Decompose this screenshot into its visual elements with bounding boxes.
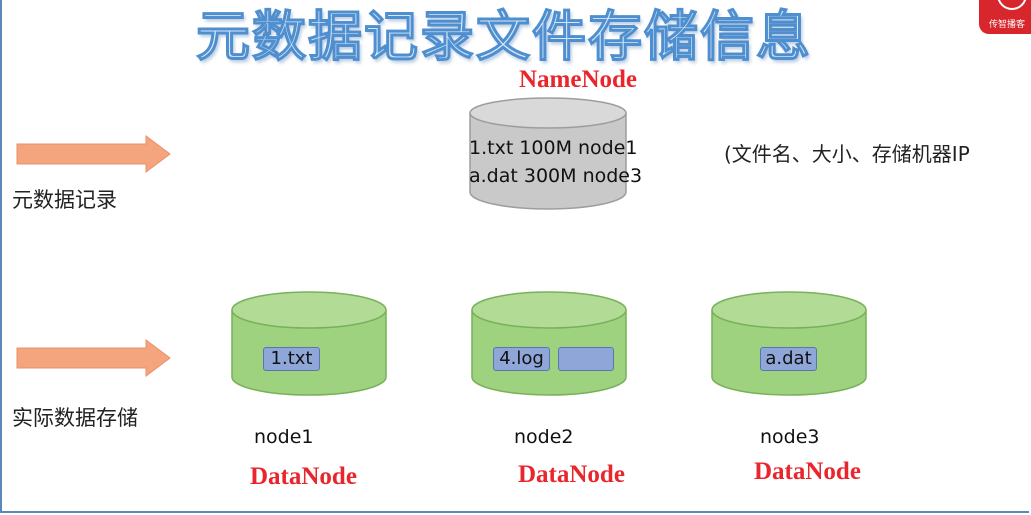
- arrow-right-icon: [16, 135, 171, 173]
- datanode-label: DataNode: [518, 461, 625, 488]
- datanode-label: DataNode: [250, 463, 357, 490]
- slide-title: 元数据记录文件存储信息: [195, 3, 812, 68]
- namenode-metadata: 1.txt 100M node1 a.dat 300M node3: [469, 134, 642, 190]
- namenode-label: NameNode: [519, 66, 638, 93]
- metadata-entry: a.dat 300M node3: [469, 165, 643, 187]
- node-name: node3: [760, 426, 820, 448]
- logo-mark-icon: [997, 0, 1027, 10]
- actual-storage-label: 实际数据存储: [12, 406, 138, 430]
- metadata-description: (文件名、大小、存储机器IP: [724, 142, 970, 166]
- data-block-empty: [558, 347, 614, 371]
- data-block: a.dat: [760, 347, 817, 371]
- brand-logo: 传智播客: [979, 0, 1031, 34]
- logo-text: 传智播客: [989, 20, 1026, 30]
- data-block: 4.log: [493, 347, 550, 371]
- data-block: 1.txt: [263, 347, 320, 371]
- datanode-cylinder: [231, 291, 387, 396]
- metadata-entry: 1.txt 100M node1: [469, 137, 638, 159]
- node-name: node1: [254, 426, 314, 448]
- node-name: node2: [514, 426, 574, 448]
- datanode-cylinder: [471, 291, 627, 396]
- arrow-right-icon: [16, 339, 171, 377]
- metadata-record-label: 元数据记录: [12, 188, 117, 212]
- datanode-cylinder: [711, 291, 867, 396]
- namenode-cylinder: [469, 97, 627, 210]
- datanode-label: DataNode: [754, 458, 861, 485]
